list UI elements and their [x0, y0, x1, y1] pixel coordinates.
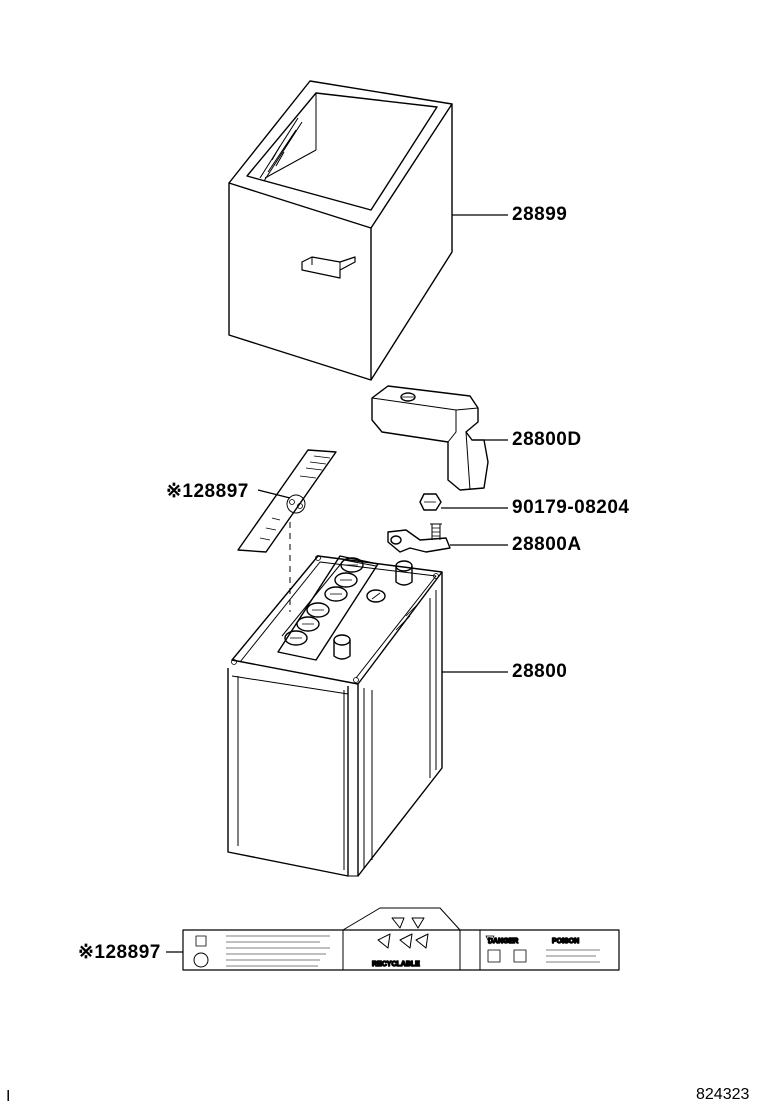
bolt-drawing — [419, 493, 442, 511]
part-number-caution-label-top: ※128897 — [166, 481, 249, 502]
part-number-caution-label-bottom: ※128897 — [78, 942, 161, 963]
label-sheet-drawing — [182, 907, 620, 971]
label-danger-text: DANGER — [488, 938, 518, 945]
diagram-number: 824323 — [696, 1086, 750, 1103]
part-number-terminal-cover: 28800D — [512, 429, 582, 450]
battery-drawing — [227, 555, 443, 877]
part-number-terminal-clamp: 28800A — [512, 534, 582, 555]
footer-left-mark: I — [6, 1088, 11, 1105]
part-number-bolt: 90179-08204 — [512, 497, 630, 518]
terminal-clamp-drawing — [387, 523, 451, 553]
battery-tray-drawing — [228, 80, 453, 381]
leader-lines — [166, 214, 508, 953]
caution-label-strip-drawing — [237, 449, 337, 612]
part-number-tray: 28899 — [512, 204, 568, 225]
part-number-battery: 28800 — [512, 661, 568, 682]
label-recycle-text: RECYCLABLE — [372, 961, 420, 968]
label-poison-text: POISON — [552, 938, 579, 945]
terminal-cover-drawing — [371, 385, 489, 491]
